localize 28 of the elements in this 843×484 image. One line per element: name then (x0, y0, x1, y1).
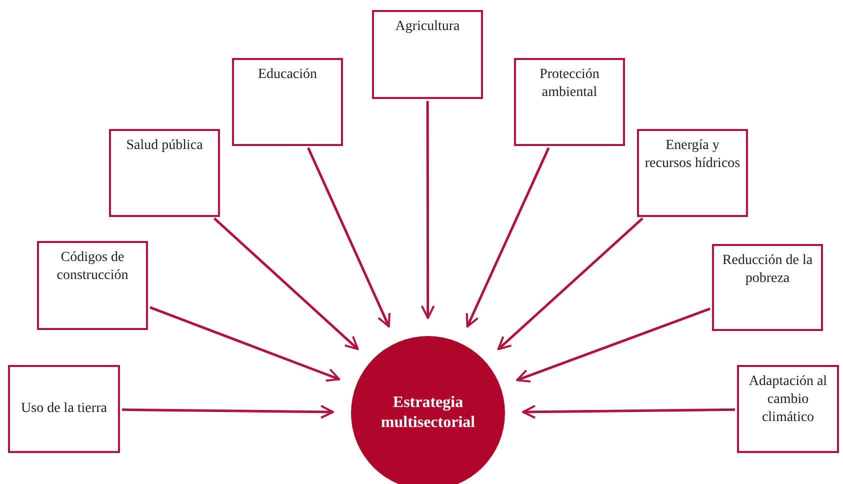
node-text: Adaptación al cambio climático (748, 373, 828, 428)
node-text: Educación (258, 66, 318, 84)
node-text: Códigos de construcción (56, 249, 130, 286)
arrow (466, 147, 550, 328)
sector-box (37, 241, 148, 330)
node-text: Reducción de la pobreza (721, 252, 814, 288)
sector-box (637, 129, 748, 217)
arrow (522, 404, 736, 419)
node-text: Uso de la tierra (21, 400, 107, 418)
sector-box (232, 58, 343, 146)
arrow (497, 217, 644, 350)
arrow (420, 101, 435, 319)
sector-box (514, 58, 625, 146)
sector-box (737, 365, 839, 453)
node-text: Protección ambiental (538, 66, 600, 102)
arrow (122, 404, 334, 419)
arrow (307, 147, 390, 328)
arrow (149, 306, 340, 382)
arrow (516, 308, 711, 383)
node-text: Agricultura (395, 18, 460, 36)
sector-box (372, 10, 483, 99)
sector-box (8, 365, 120, 453)
node-text: Salud pública (126, 137, 203, 155)
sector-box (712, 244, 823, 331)
node-text: Estrategia multisectorial (380, 393, 476, 433)
sector-box (109, 129, 220, 217)
arrow (213, 217, 359, 350)
node-text: Energía y recursos hídricos (644, 137, 742, 174)
